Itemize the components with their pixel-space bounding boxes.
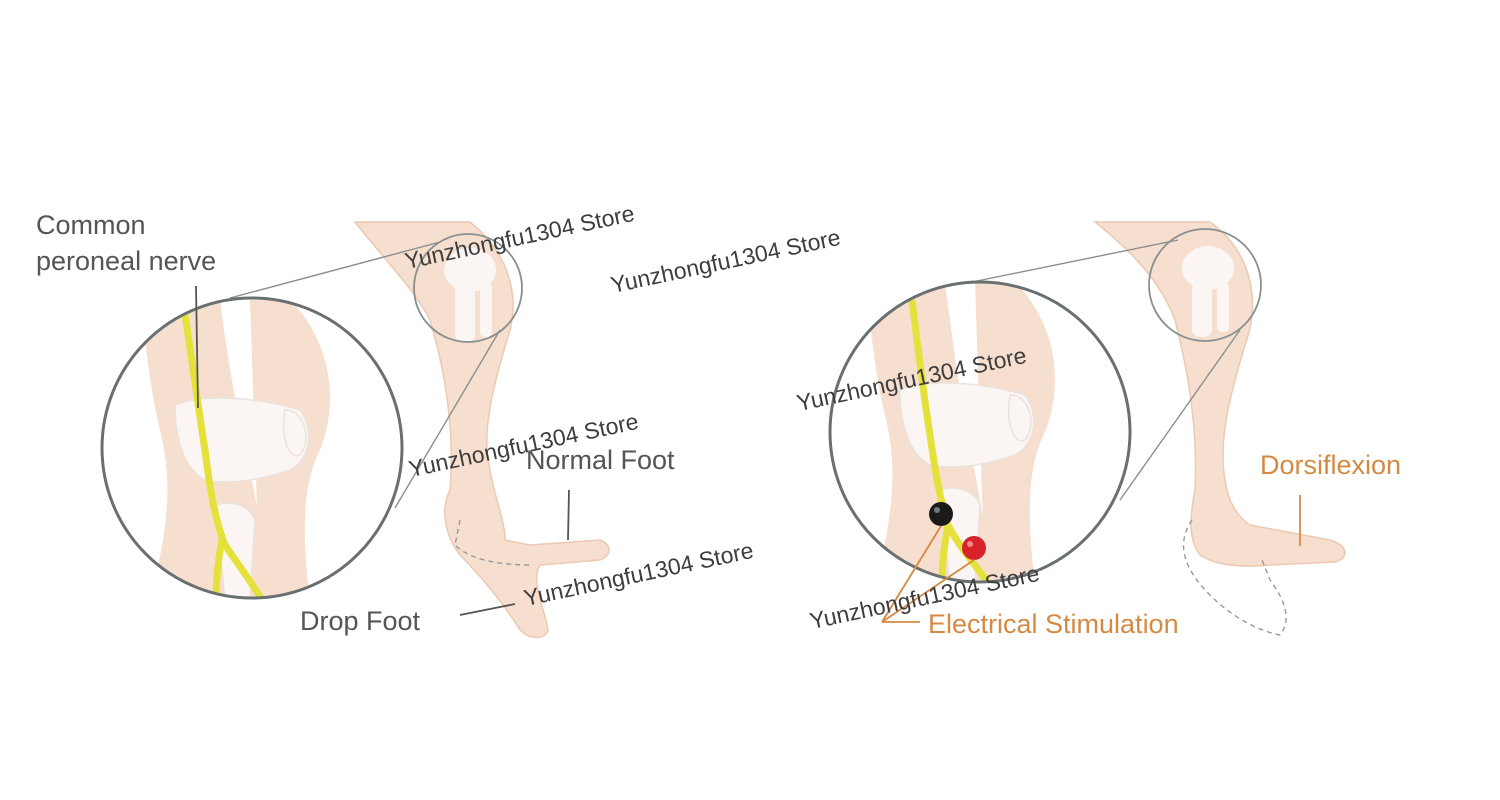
- normal-foot-pointer-line: [567, 489, 570, 541]
- nerve-pointer-line: [195, 285, 199, 409]
- dorsiflexion-label: Dorsiflexion: [1260, 450, 1402, 480]
- nerve-label-line1: Common: [36, 210, 146, 240]
- normal-foot-label: Normal Foot: [526, 445, 675, 475]
- left-leg-drop-foot: [353, 221, 610, 639]
- nerve-label-line2: peroneal nerve: [36, 246, 217, 276]
- electrical-stimulation-label: Electrical Stimulation: [928, 609, 1179, 639]
- left-magnified-knee: [100, 296, 404, 600]
- drop-foot-label: Drop Foot: [300, 606, 421, 636]
- electrode-red: [962, 536, 986, 560]
- right-leg-dorsiflexion: [1092, 221, 1346, 636]
- electrode-black: [929, 502, 953, 526]
- drop-foot-pointer-line: [459, 603, 516, 616]
- stimulation-pointer-lines: [881, 525, 975, 623]
